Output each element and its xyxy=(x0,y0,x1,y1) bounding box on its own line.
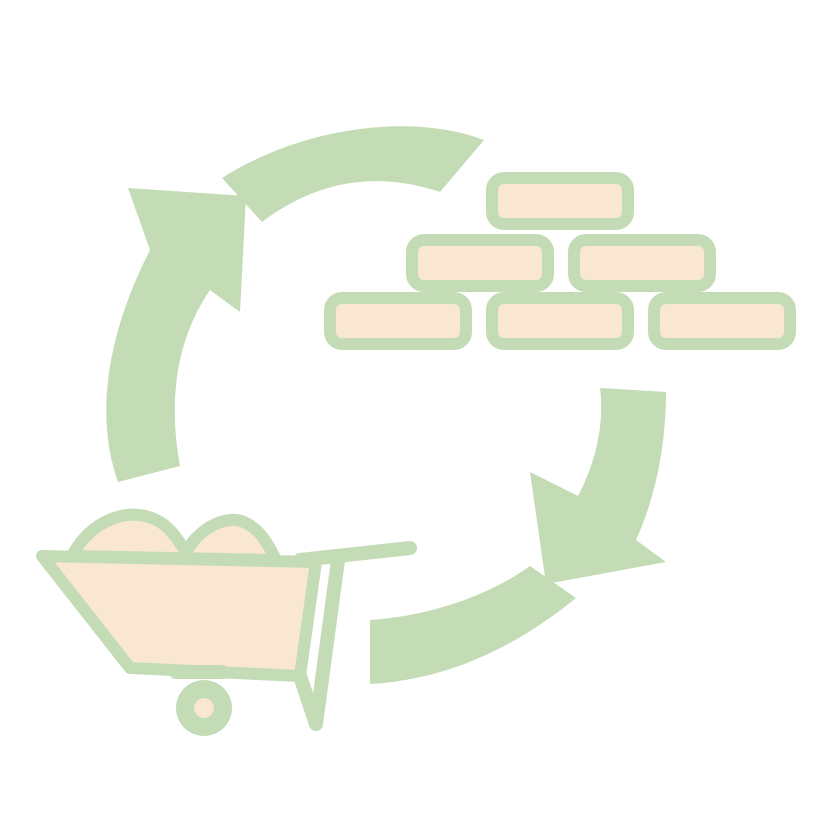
wheelbarrow-hub xyxy=(194,698,214,718)
brick-bottom-center xyxy=(486,292,634,350)
brick-middle-left xyxy=(406,234,554,292)
brick-middle-right xyxy=(568,234,716,292)
sand-pile xyxy=(66,508,282,566)
brick-stack-icon xyxy=(324,172,796,350)
brick-bottom-left xyxy=(324,292,472,350)
bottom-arrow-band xyxy=(370,566,576,684)
circular-arrows-icon xyxy=(106,126,666,684)
brick-top xyxy=(486,172,634,230)
wheelbarrow-leg xyxy=(293,553,345,731)
top-arrow-band xyxy=(222,126,484,222)
wheelbarrow-tray xyxy=(36,550,322,682)
brick-bottom-right xyxy=(648,292,796,350)
left-arrow-with-head xyxy=(106,188,246,482)
right-arrow-with-head xyxy=(530,388,666,584)
wheelbarrow-icon xyxy=(36,508,417,736)
